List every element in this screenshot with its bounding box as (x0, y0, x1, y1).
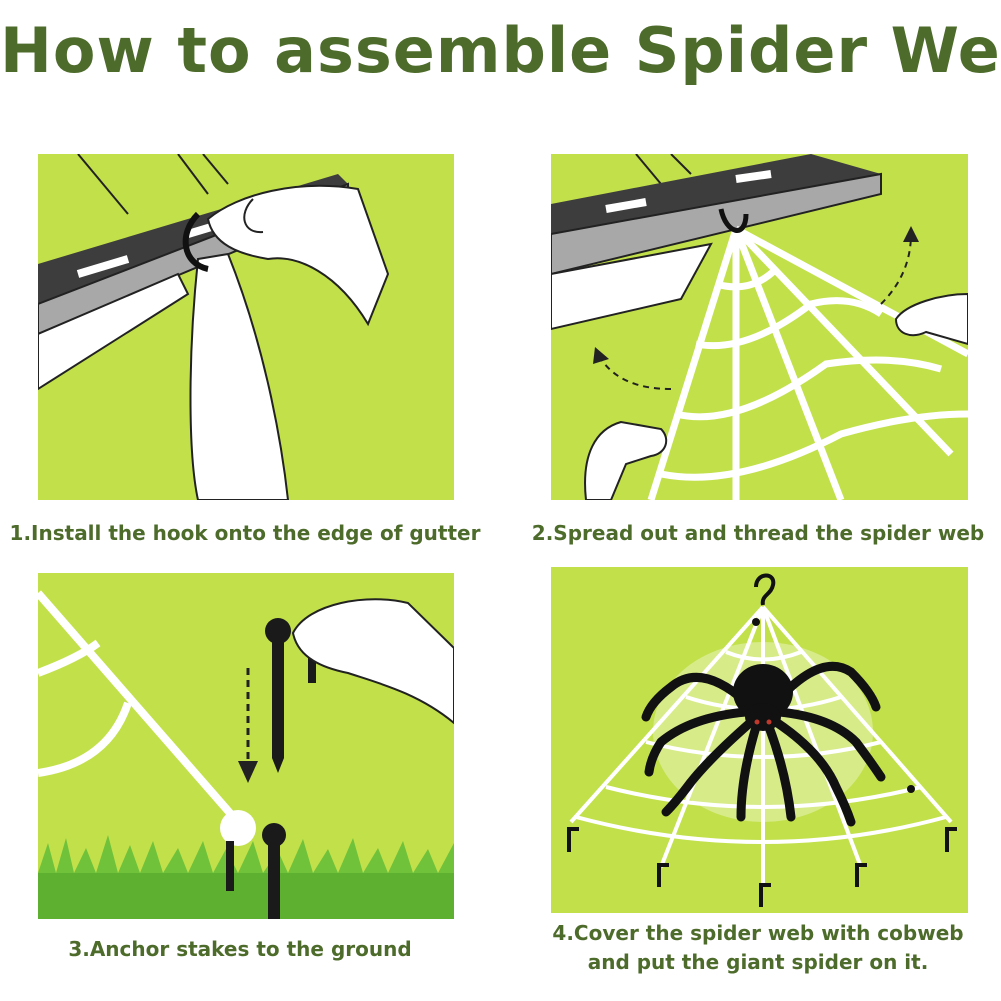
hook-icon (754, 573, 776, 606)
step-2-caption: 2.Spread out and thread the spider web (531, 521, 985, 545)
step-4-caption-line2: and put the giant spider on it. (587, 950, 929, 974)
hand-icon (584, 292, 968, 500)
arrow-icon (238, 668, 258, 783)
step-3-illustration (38, 573, 454, 919)
step-4-caption: 4.Cover the spider web with cobweb and p… (520, 919, 996, 977)
grass-icon (38, 835, 454, 919)
spider-web-icon (189, 252, 290, 500)
hook-icon (182, 211, 209, 272)
gutter-icon (551, 154, 882, 331)
spider-web-icon (38, 590, 247, 831)
arrow-icon (903, 226, 919, 242)
stake-icon (226, 618, 316, 919)
step-4-illustration (551, 567, 968, 913)
step-1-illustration (38, 154, 454, 500)
hand-icon (291, 598, 454, 725)
step-2-illustration (551, 154, 968, 500)
hook-icon (718, 208, 749, 233)
spider-icon (641, 661, 886, 827)
spider-web-icon (569, 605, 953, 887)
step-4-caption-line1: 4.Cover the spider web with cobweb (552, 921, 964, 945)
hand-icon (206, 184, 390, 327)
step-3-caption: 3.Anchor stakes to the ground (68, 937, 412, 961)
step-1-caption: 1.Install the hook onto the edge of gutt… (9, 521, 481, 545)
stake-icon (567, 827, 957, 907)
spider-icon (733, 618, 915, 793)
page-title: How to assemble Spider Web (0, 14, 1001, 87)
arrow-icon (593, 347, 609, 364)
